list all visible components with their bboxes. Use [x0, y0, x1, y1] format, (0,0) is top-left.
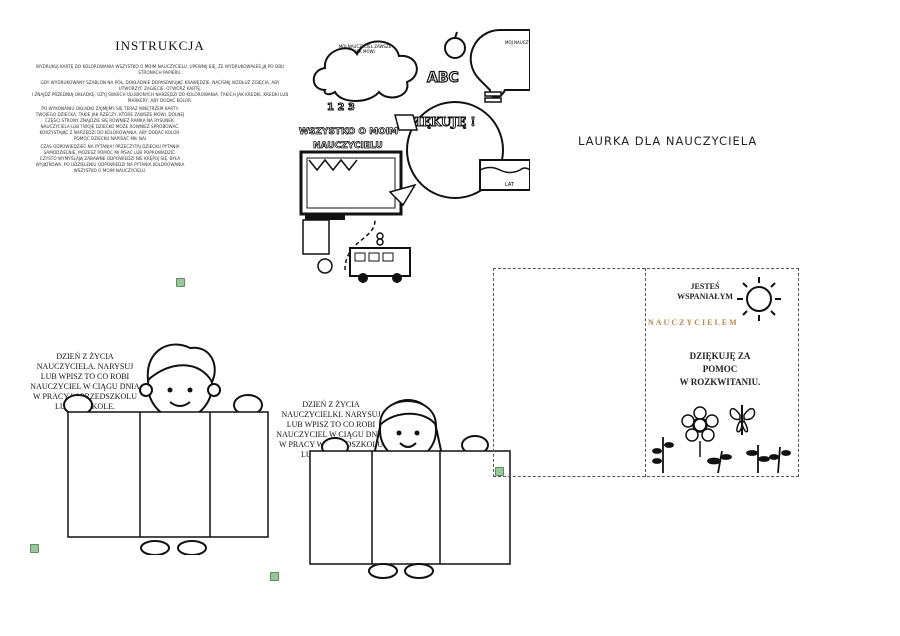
- card-thanks-2: POMOC: [702, 364, 738, 374]
- attachment-icon: [30, 544, 39, 553]
- svg-text:LAT: LAT: [505, 182, 515, 188]
- page-title: LAURKA DLA NAUCZYCIELA: [578, 134, 758, 148]
- card-outline: [493, 268, 799, 477]
- instruction-paragraph-5: CZAS ODPOWIEDZIEĆ NA PYTANIA! PRZECZYTAJ…: [35, 144, 185, 173]
- attachment-icon: [176, 278, 185, 287]
- svg-text:JAK MÓWI: JAK MÓWI: [354, 49, 374, 54]
- card-line-2: WSPANIAŁYM: [677, 292, 733, 301]
- attachment-icon: [495, 467, 504, 476]
- instruction-paragraph-4: PO WYKONANIU OKŁADKI ZAJMIJMY SIĘ TERAZ …: [35, 106, 185, 141]
- coloring-page-illustration: MÓJ NAUCZYCIEL ZAWSZE JAK MÓWI ABC MÓJ N…: [299, 29, 530, 283]
- heading-line-1: WSZYSTKO O MOIM: [299, 127, 398, 137]
- girl-drawing: [309, 399, 511, 579]
- attachment-icon: [270, 572, 279, 581]
- card-accent-word: NAUCZYCIELEM: [648, 318, 739, 327]
- instruction-paragraph-3: I ZNAJDŹ PRZEDNIĄ OKŁADKĘ. UŻYJ SWOICH U…: [31, 92, 289, 103]
- card-line-1: JESTEŚ: [690, 282, 720, 291]
- bubble-left-text: MÓJ NAUCZYCIEL ZAWSZE: [339, 44, 392, 49]
- instruction-paragraph-2: GDY WYDRUKOWANY SZABLON NA PÓŁ, DOKŁADNI…: [40, 80, 280, 91]
- sun-icon: [737, 277, 781, 321]
- card-fold-line: [645, 268, 646, 477]
- instructions-title: INSTRUKCJA: [115, 38, 205, 53]
- instruction-paragraph-1: WYDRUKUJ KARTĘ DO KOLOROWANIA WSZYSTKO O…: [35, 64, 285, 75]
- flowers-illustration: [652, 405, 791, 474]
- boy-drawing: [63, 343, 269, 555]
- heading-line-2: NAUCZYCIELU: [313, 141, 383, 151]
- card-thanks-3: W ROZKWITANIU.: [679, 377, 761, 387]
- card-thanks-1: DZIĘKUJĘ ZA: [689, 351, 751, 361]
- abc-text: ABC: [427, 70, 459, 86]
- svg-text:MÓJ NAUCZYCIEL MA: MÓJ NAUCZYCIEL MA: [505, 40, 530, 45]
- svg-text:1 2 3: 1 2 3: [327, 102, 355, 113]
